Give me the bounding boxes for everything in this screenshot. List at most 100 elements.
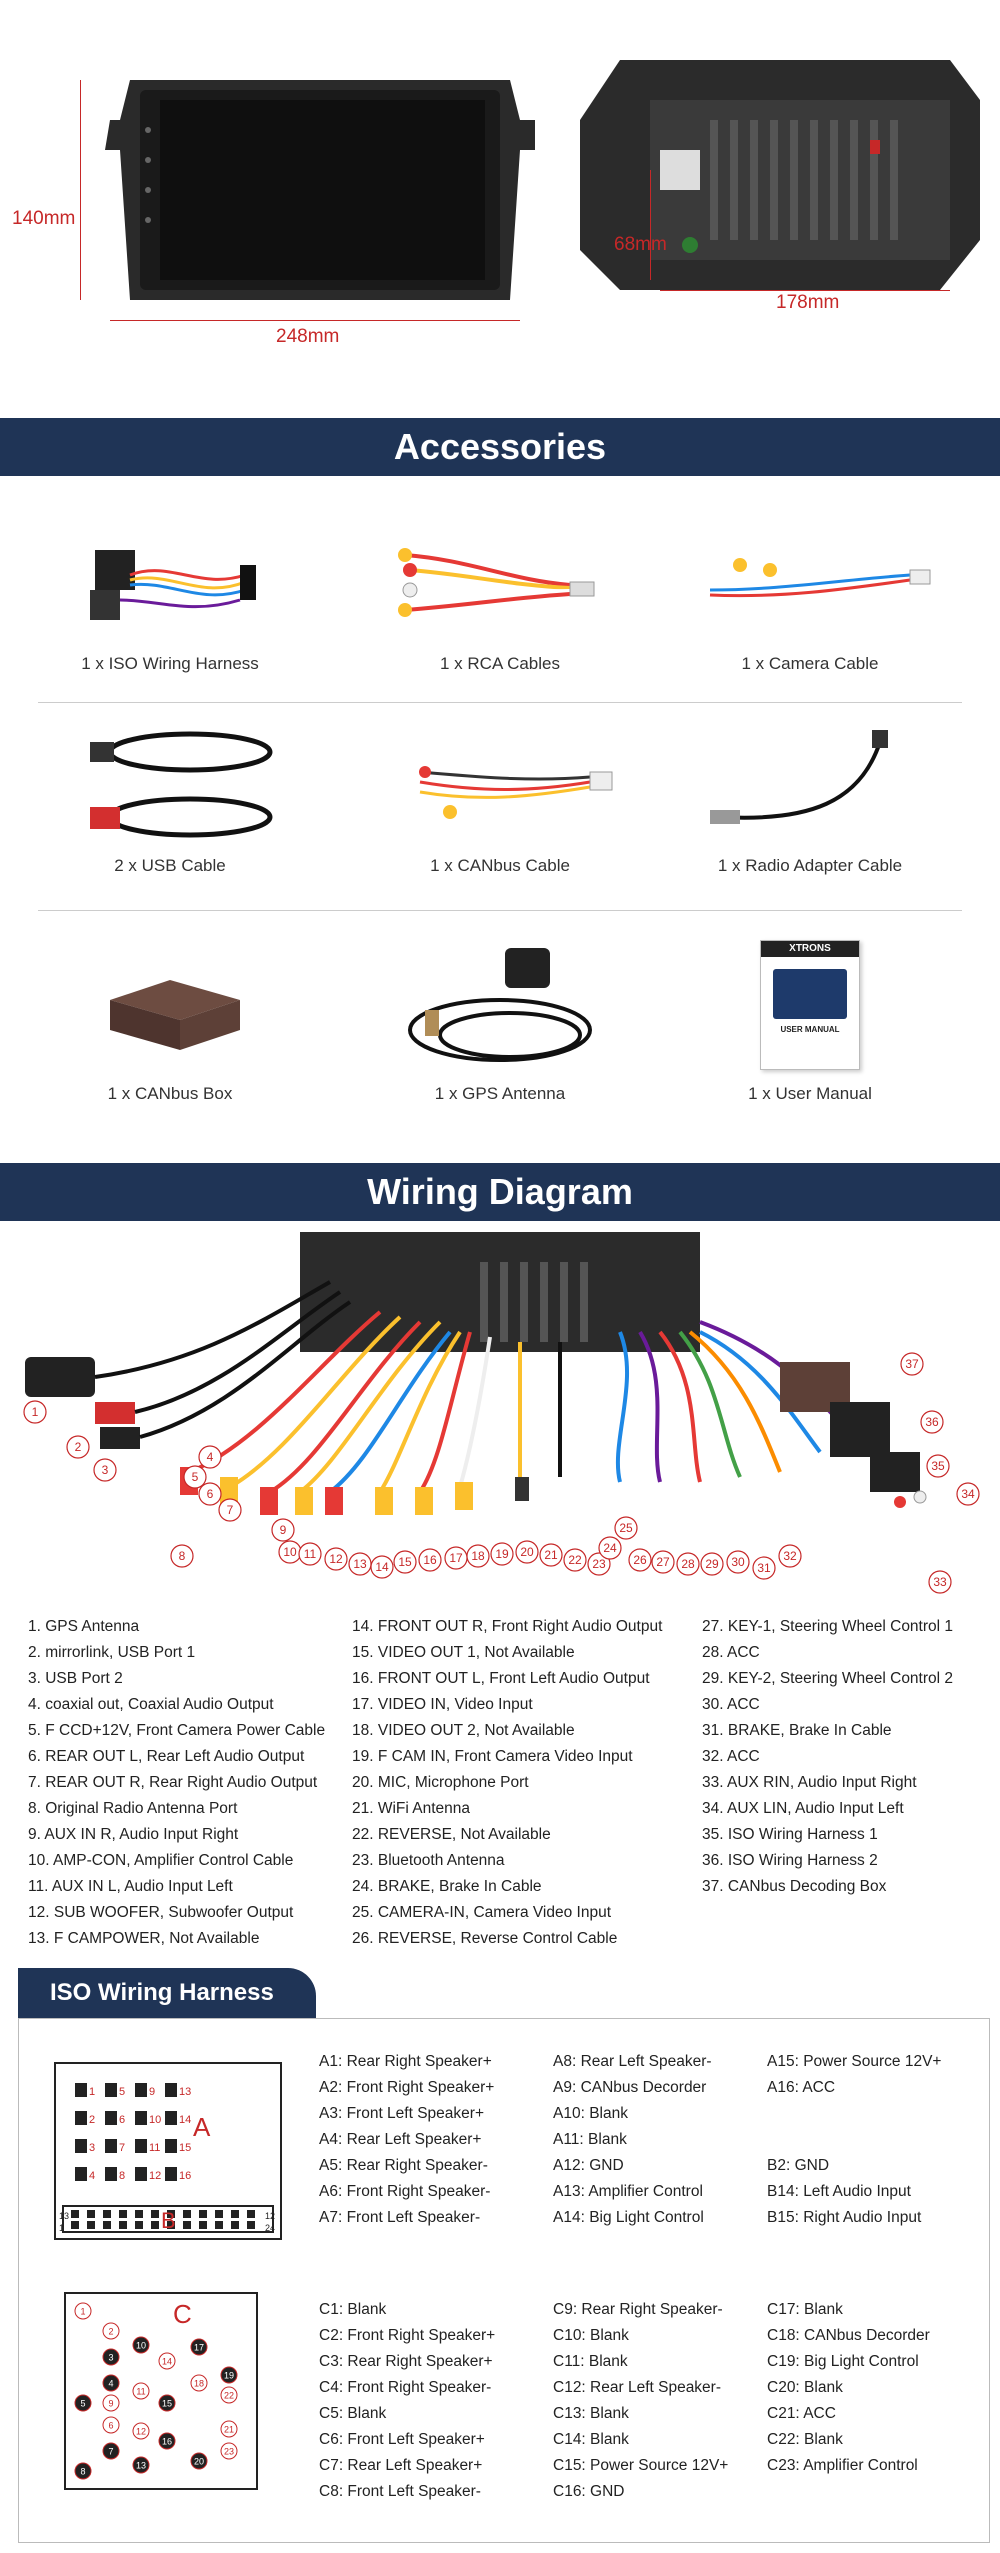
b-pin bbox=[103, 2221, 111, 2229]
a-pin-number: 3 bbox=[89, 2142, 95, 2154]
a-pin-number: 16 bbox=[179, 2170, 191, 2182]
svg-text:21: 21 bbox=[224, 2425, 234, 2435]
iso-pin: A14: Big Light Control bbox=[553, 2209, 704, 2226]
legend-item: 31. BRAKE, Brake In Cable bbox=[702, 1722, 892, 1739]
svg-text:18: 18 bbox=[194, 2379, 204, 2389]
user-manual-image: XTRONS USER MANUAL bbox=[660, 940, 960, 1080]
legend-item: 36. ISO Wiring Harness 2 bbox=[702, 1852, 878, 1869]
a-pin bbox=[105, 2083, 117, 2097]
b-pin-label: 24 bbox=[265, 2223, 275, 2233]
b-pin bbox=[199, 2221, 207, 2229]
iso-pin: C4: Front Right Speaker- bbox=[319, 2379, 492, 2396]
svg-text:16: 16 bbox=[162, 2437, 172, 2447]
iso-group1-col2: A8: Rear Left Speaker- A9: CANbus Decord… bbox=[553, 2049, 712, 2231]
iso-pin bbox=[767, 2127, 941, 2153]
legend-item: 28. ACC bbox=[702, 1644, 760, 1661]
iso-pin: A10: Blank bbox=[553, 2105, 628, 2122]
svg-text:3: 3 bbox=[108, 2353, 113, 2363]
iso-pin: A12: GND bbox=[553, 2157, 624, 2174]
legend-item: 34. AUX LIN, Audio Input Left bbox=[702, 1800, 904, 1817]
canbus-cable-image bbox=[350, 722, 650, 852]
b-pin bbox=[135, 2210, 143, 2218]
iso-pin: C18: CANbus Decorder bbox=[767, 2327, 930, 2344]
callout-33: 33 bbox=[928, 1570, 952, 1594]
a-pin bbox=[105, 2167, 117, 2181]
svg-text:20: 20 bbox=[194, 2457, 204, 2467]
b-pin bbox=[87, 2221, 95, 2229]
callout-30: 30 bbox=[726, 1550, 750, 1574]
c-pin-17: 17 bbox=[190, 2338, 208, 2356]
svg-text:34: 34 bbox=[961, 1487, 975, 1501]
callout-28: 28 bbox=[676, 1552, 700, 1576]
legend-item: 29. KEY-2, Steering Wheel Control 2 bbox=[702, 1670, 954, 1687]
callout-34: 34 bbox=[956, 1482, 980, 1506]
iso-pin: C5: Blank bbox=[319, 2405, 387, 2422]
b-pin bbox=[183, 2221, 191, 2229]
legend-column-3: 27. KEY-1, Steering Wheel Control 1 28. … bbox=[702, 1614, 953, 1900]
iso-pin: B15: Right Audio Input bbox=[767, 2209, 922, 2226]
legend-item: 11. AUX IN L, Audio Input Left bbox=[28, 1878, 233, 1895]
svg-text:30: 30 bbox=[731, 1555, 745, 1569]
legend-column-1: 1. GPS Antenna 2. mirrorlink, USB Port 1… bbox=[28, 1614, 325, 1952]
iso-pin: C21: ACC bbox=[767, 2405, 836, 2422]
legend-item: 12. SUB WOOFER, Subwoofer Output bbox=[28, 1904, 294, 1921]
c-pin-9: 9 bbox=[102, 2394, 120, 2412]
b-pin bbox=[247, 2210, 255, 2218]
a-pin-number: 2 bbox=[89, 2114, 95, 2126]
accessory-camera-cable: 1 x Camera Cable bbox=[660, 520, 960, 674]
b-pin bbox=[119, 2210, 127, 2218]
svg-text:32: 32 bbox=[783, 1549, 797, 1563]
iso-group1-col3: A15: Power Source 12V+ A16: ACC B2: GND … bbox=[767, 2049, 941, 2231]
svg-text:24: 24 bbox=[603, 1541, 617, 1555]
legend-item: 1. GPS Antenna bbox=[28, 1618, 140, 1635]
a-pin bbox=[165, 2167, 177, 2181]
accessory-label: 2 x USB Cable bbox=[114, 856, 226, 875]
b-pin bbox=[167, 2210, 175, 2218]
svg-text:15: 15 bbox=[398, 1555, 412, 1569]
iso-group2-col3: C17: Blank C18: CANbus Decorder C19: Big… bbox=[767, 2297, 930, 2479]
iso-pin: A5: Rear Right Speaker- bbox=[319, 2157, 488, 2174]
accessory-label: 1 x Radio Adapter Cable bbox=[717, 856, 903, 875]
iso-pin: A16: ACC bbox=[767, 2079, 836, 2096]
svg-text:3: 3 bbox=[102, 1463, 109, 1477]
iso-pin: A11: Blank bbox=[553, 2131, 627, 2148]
svg-text:8: 8 bbox=[80, 2467, 85, 2477]
accessory-iso-harness: 1 x ISO Wiring Harness bbox=[20, 520, 320, 674]
back-width-line bbox=[660, 290, 950, 291]
c-pin-21: 21 bbox=[220, 2420, 238, 2438]
callout-24: 24 bbox=[598, 1536, 622, 1560]
svg-text:1: 1 bbox=[80, 2307, 85, 2317]
accessory-label: 1 x User Manual bbox=[748, 1084, 872, 1103]
b-pin bbox=[151, 2221, 159, 2229]
legend-item: 2. mirrorlink, USB Port 1 bbox=[28, 1644, 196, 1661]
iso-pin: C13: Blank bbox=[553, 2405, 629, 2422]
iso-harness-image bbox=[20, 520, 320, 650]
svg-text:5: 5 bbox=[192, 1470, 199, 1484]
iso-pin: A6: Front Right Speaker- bbox=[319, 2183, 491, 2200]
legend-item: 14. FRONT OUT R, Front Right Audio Outpu… bbox=[352, 1618, 663, 1635]
legend-item: 13. F CAMPOWER, Not Available bbox=[28, 1930, 260, 1947]
legend-item: 35. ISO Wiring Harness 1 bbox=[702, 1826, 878, 1843]
legend-item: 8. Original Radio Antenna Port bbox=[28, 1800, 238, 1817]
svg-text:29: 29 bbox=[705, 1557, 719, 1571]
iso-pin: A8: Rear Left Speaker- bbox=[553, 2053, 712, 2070]
legend-item: 7. REAR OUT R, Rear Right Audio Output bbox=[28, 1774, 318, 1791]
accessory-user-manual: XTRONS USER MANUAL 1 x User Manual bbox=[660, 940, 960, 1104]
svg-text:9: 9 bbox=[108, 2399, 113, 2409]
manual-cover: XTRONS USER MANUAL bbox=[760, 940, 860, 1070]
iso-pin: B2: GND bbox=[767, 2157, 830, 2174]
c-pin-10: 10 bbox=[132, 2336, 150, 2354]
svg-text:23: 23 bbox=[592, 1557, 606, 1571]
callout-31: 31 bbox=[752, 1556, 776, 1580]
svg-text:31: 31 bbox=[757, 1561, 771, 1575]
a-pin bbox=[105, 2111, 117, 2125]
b-pin-label: 12 bbox=[265, 2211, 275, 2221]
iso-pin: C8: Front Left Speaker- bbox=[319, 2483, 481, 2500]
legend-item: 10. AMP-CON, Amplifier Control Cable bbox=[28, 1852, 294, 1869]
c-pin-3: 3 bbox=[102, 2348, 120, 2366]
b-pin bbox=[215, 2221, 223, 2229]
svg-text:26: 26 bbox=[633, 1553, 647, 1567]
a-pin-number: 12 bbox=[149, 2170, 161, 2182]
a-pin bbox=[135, 2111, 147, 2125]
callout-3: 3 bbox=[93, 1458, 117, 1482]
